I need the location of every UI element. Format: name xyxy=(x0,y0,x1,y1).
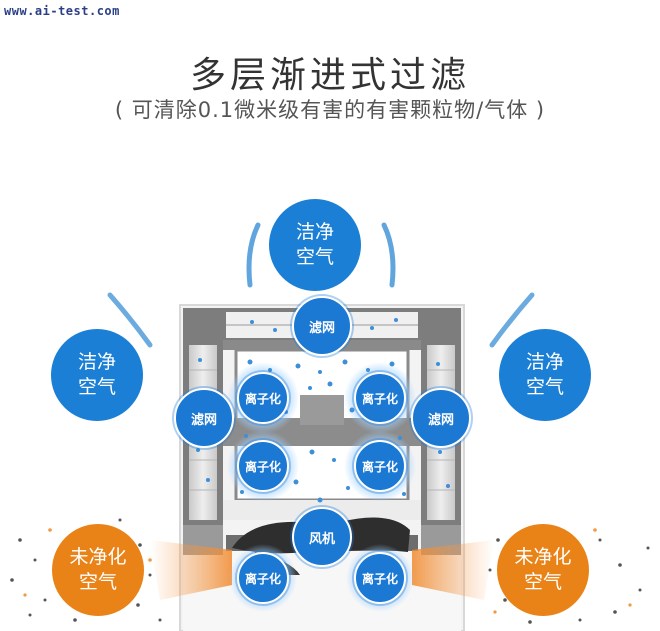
ionization-badge: 离子化 xyxy=(237,440,289,492)
clean-air-left-line1: 洁净 xyxy=(77,351,116,373)
clean-air-top-badge: 洁净 空气 xyxy=(269,199,361,291)
clean-air-left-badge: 洁净 空气 xyxy=(51,329,143,421)
clean-air-top-line2: 空气 xyxy=(295,246,334,268)
unpurified-air-right-badge: 未净化 空气 xyxy=(497,524,589,616)
ionization-label: 离子化 xyxy=(244,459,281,474)
ionization-label: 离子化 xyxy=(244,391,281,406)
ionization-badge: 离子化 xyxy=(237,372,289,424)
ionization-label: 离子化 xyxy=(361,571,398,586)
filter-top-label: 滤网 xyxy=(308,320,335,336)
filter-left-label: 滤网 xyxy=(190,412,217,428)
filter-right-badge: 滤网 xyxy=(411,388,471,448)
ionization-label: 离子化 xyxy=(361,459,398,474)
watermark: www.ai-test.com xyxy=(4,4,120,18)
page-subtitle: ( 可清除0.1微米级有害的有害颗粒物/气体 ) xyxy=(114,98,546,122)
ionization-badge: 离子化 xyxy=(354,440,406,492)
unpurified-air-left-line2: 空气 xyxy=(78,571,117,593)
unpurified-air-left-line1: 未净化 xyxy=(69,546,127,568)
ionization-badge: 离子化 xyxy=(237,552,289,604)
ionization-badge: 离子化 xyxy=(354,552,406,604)
unpurified-air-right-line1: 未净化 xyxy=(514,546,572,568)
ionization-badge: 离子化 xyxy=(354,372,406,424)
fan-badge: 风机 xyxy=(292,507,352,567)
ionization-label: 离子化 xyxy=(361,391,398,406)
clean-air-left-line2: 空气 xyxy=(77,376,116,398)
clean-air-right-line1: 洁净 xyxy=(525,351,564,373)
airflow-arrow-icon xyxy=(107,222,535,348)
unpurified-air-left-badge: 未净化 空气 xyxy=(52,524,144,616)
filter-left-badge: 滤网 xyxy=(174,388,234,448)
clean-air-right-line2: 空气 xyxy=(525,376,564,398)
filter-top-badge: 滤网 xyxy=(292,296,352,356)
clean-air-top-line1: 洁净 xyxy=(295,221,334,243)
filter-right-label: 滤网 xyxy=(427,412,454,428)
particle-dot-icon xyxy=(196,318,450,503)
clean-air-right-badge: 洁净 空气 xyxy=(499,329,591,421)
page-title: 多层渐进式过滤 xyxy=(189,55,470,96)
ionization-label: 离子化 xyxy=(244,571,281,586)
fan-label: 风机 xyxy=(308,531,335,547)
unpurified-air-right-line2: 空气 xyxy=(523,571,562,593)
